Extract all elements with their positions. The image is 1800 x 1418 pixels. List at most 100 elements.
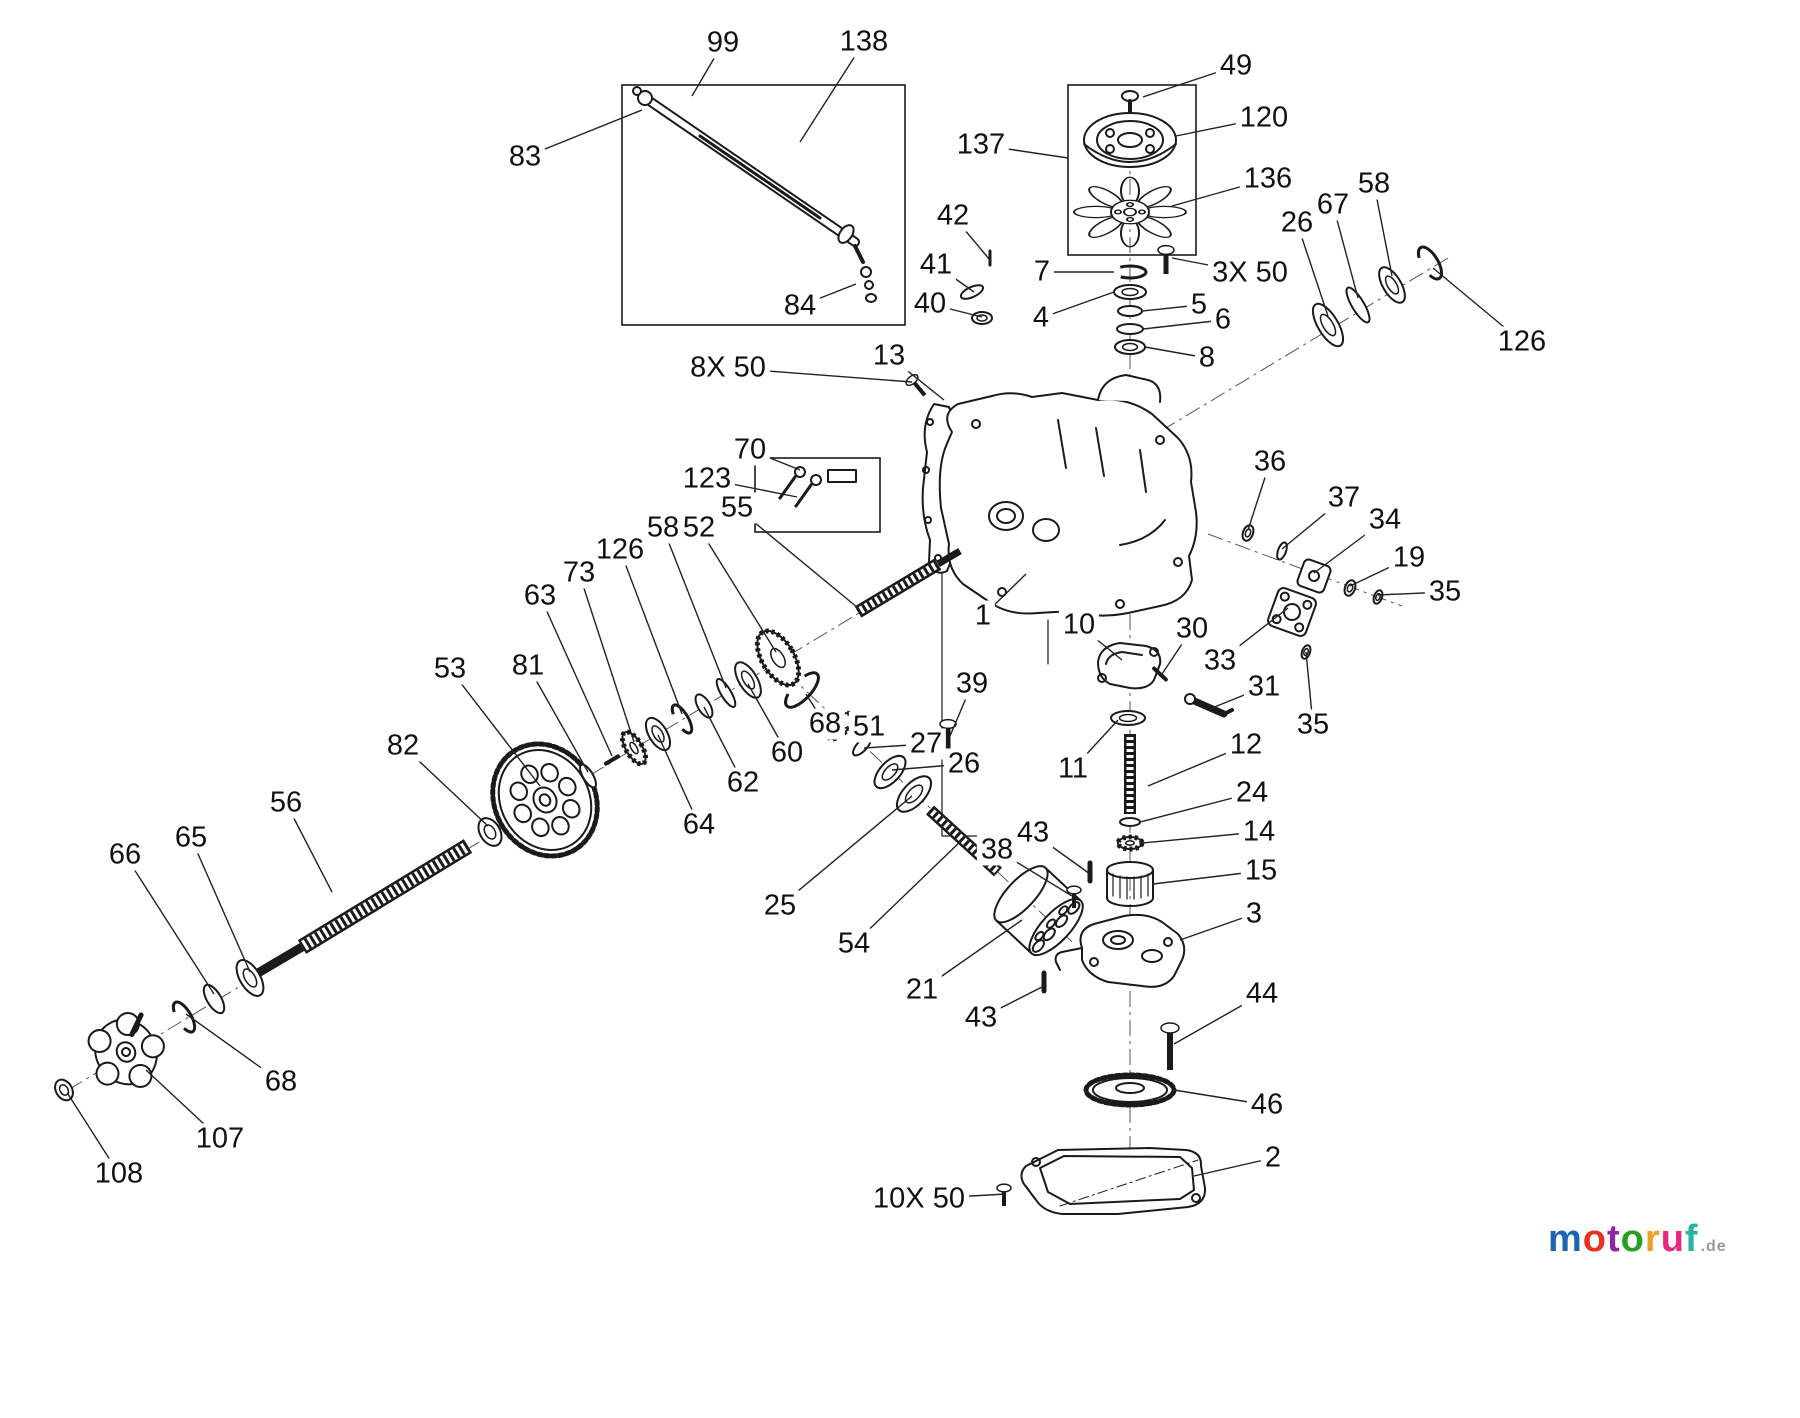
side-plate — [1267, 587, 1317, 637]
brake-drum — [1106, 861, 1154, 907]
bearing-part — [54, 1078, 74, 1102]
ring-part — [852, 735, 872, 757]
leader-line — [1141, 831, 1260, 844]
ring-part — [1345, 286, 1371, 324]
snap-ring-part — [1416, 245, 1444, 281]
leader-line — [1144, 346, 1208, 359]
leader-line — [1139, 792, 1253, 823]
bolt-head — [1160, 1022, 1180, 1034]
bolt-head — [1157, 244, 1175, 256]
bolt-head — [939, 718, 957, 730]
leader-line — [1173, 1089, 1268, 1106]
bearing-part — [1110, 710, 1146, 726]
leader-line — [698, 527, 777, 653]
leader-line — [1373, 183, 1393, 277]
bearing-inner — [1244, 528, 1252, 538]
bearing-inner — [1121, 287, 1139, 297]
ring-part — [715, 678, 737, 708]
control-lever — [1184, 693, 1234, 718]
shaft-splines — [299, 841, 471, 952]
leader-line — [749, 449, 801, 471]
leader-line — [1142, 319, 1224, 330]
leader-line — [539, 595, 613, 757]
leader-line — [980, 144, 1069, 159]
leader-line — [863, 743, 927, 749]
gear-hub — [770, 647, 786, 669]
leader-line — [949, 683, 973, 737]
bearing-part — [1343, 579, 1357, 597]
bearing-part — [1114, 339, 1146, 355]
leader-line — [706, 478, 798, 498]
leader-line — [736, 507, 859, 609]
bearing-part — [235, 959, 265, 997]
leader-line — [1377, 591, 1446, 596]
leader-line — [1219, 607, 1289, 662]
gear-hub — [629, 741, 639, 755]
bearing-inner — [1384, 275, 1400, 295]
bearing-part — [1372, 589, 1384, 605]
logo-letter: r — [1644, 1218, 1661, 1260]
bearing-inner — [242, 968, 258, 988]
leader-line — [921, 919, 1023, 991]
inset-box-linkage — [621, 84, 906, 326]
leader-line — [1432, 267, 1523, 343]
leader-line — [1152, 870, 1262, 885]
ring-part — [959, 284, 985, 300]
leader-line — [1175, 117, 1265, 137]
leader-line — [1142, 65, 1237, 98]
leader-line — [1193, 1157, 1274, 1177]
leader-line — [1296, 222, 1329, 317]
leader-line — [185, 1013, 282, 1083]
ring-part — [1119, 817, 1141, 827]
leader-line — [1161, 628, 1193, 675]
leader-line — [124, 854, 215, 995]
bearing-inner — [976, 314, 988, 322]
pin-part — [1152, 666, 1168, 682]
leader-line — [1147, 744, 1247, 787]
bearing-inner — [1319, 313, 1337, 337]
ring-part — [202, 983, 226, 1015]
leader-line — [657, 734, 700, 826]
rod-fitting-icon — [637, 90, 653, 106]
pin-part — [603, 754, 621, 766]
snap-ring-part — [1112, 264, 1148, 280]
leader-line — [1305, 651, 1314, 726]
bearing-inner — [58, 1084, 70, 1096]
cylinder-block — [993, 865, 1084, 957]
leader-line — [1211, 686, 1265, 709]
leader-line — [703, 706, 744, 784]
ring-part — [579, 763, 597, 789]
inset-box-pulley — [1067, 84, 1197, 256]
leader-line — [1040, 291, 1115, 319]
leader-line — [145, 1069, 221, 1140]
inset-box-bypass — [754, 457, 881, 533]
bearing-inner — [651, 725, 665, 743]
center-axis — [1207, 533, 1403, 607]
leader-line — [841, 726, 870, 729]
leader-line — [799, 283, 857, 307]
bolt-head — [1066, 885, 1082, 895]
leader-line — [67, 1093, 120, 1175]
bearing-part — [477, 817, 503, 847]
leader-line — [805, 693, 826, 725]
leader-line — [1141, 304, 1200, 312]
leader-line — [1281, 497, 1345, 550]
leader-line — [527, 665, 589, 773]
bull-gear — [1083, 1072, 1177, 1108]
leader-line — [918, 1193, 1007, 1200]
gear-hub — [1125, 840, 1135, 846]
logo-letter: t — [1607, 1218, 1621, 1260]
bearing-part — [1311, 302, 1345, 348]
ring-part — [1276, 541, 1288, 561]
bearing-part — [1241, 524, 1255, 542]
logo-letter: o — [1620, 1218, 1645, 1260]
motoruf-logo[interactable]: motoruf.de — [1548, 1218, 1727, 1261]
static-parts-layer — [87, 86, 1332, 1215]
bearing-inner — [483, 824, 497, 840]
bypass-rod-assembly — [632, 86, 877, 303]
ring-part — [1116, 323, 1144, 335]
leader-line — [747, 683, 788, 754]
leader-line — [1313, 519, 1386, 574]
bypass-parts — [778, 466, 857, 508]
